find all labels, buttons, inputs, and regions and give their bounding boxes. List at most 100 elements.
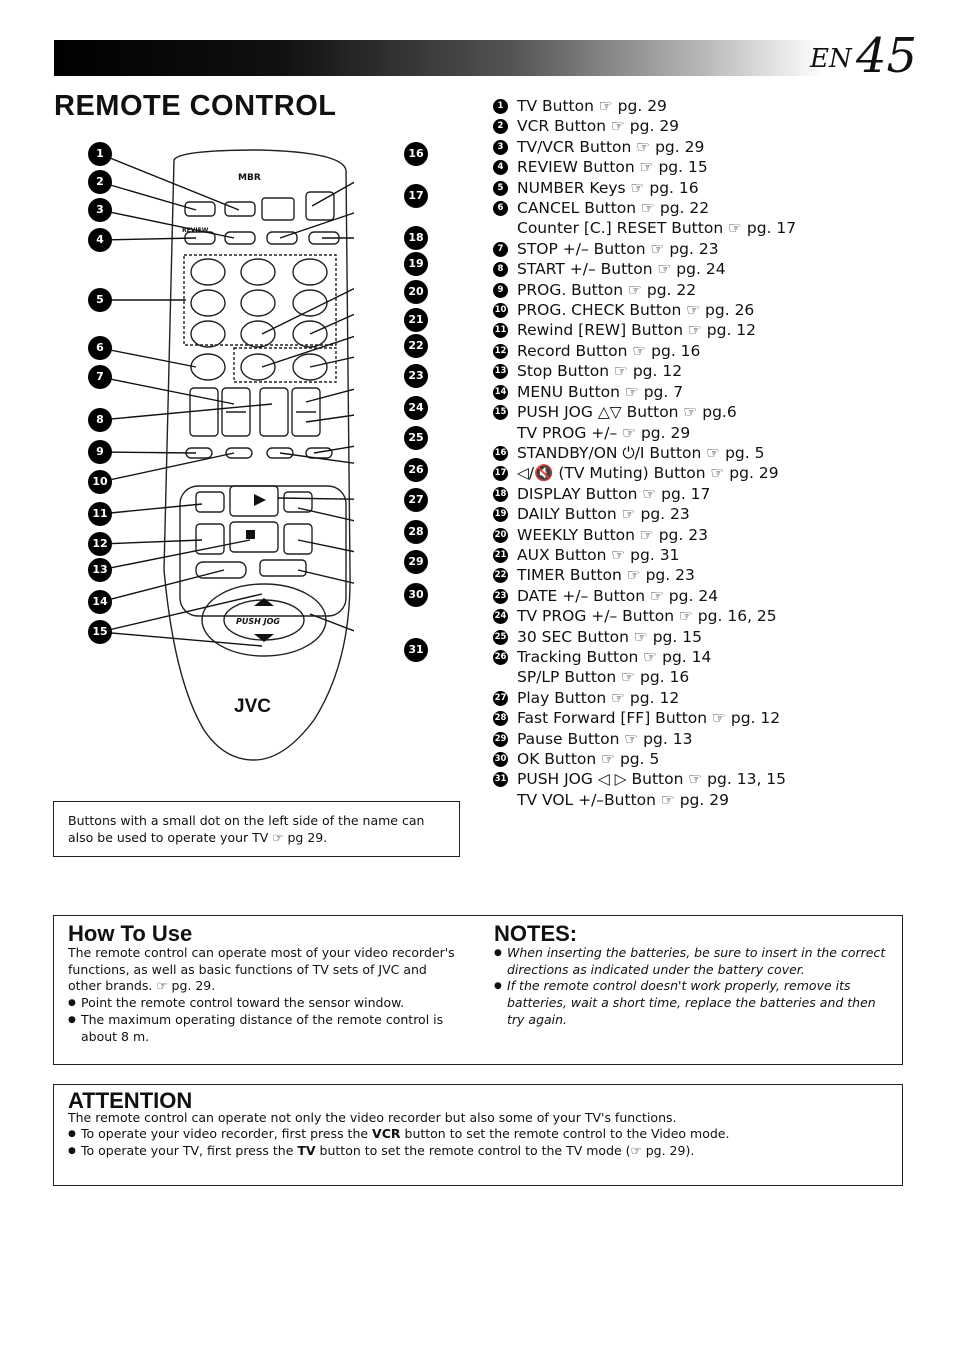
button-list-item: 28 Fast Forward [FF] Button ☞ pg. 12 <box>493 708 933 728</box>
item-number-badge: 10 <box>493 303 508 319</box>
tv-dot-note-box: Buttons with a small dot on the left sid… <box>53 801 460 857</box>
item-number-badge: 28 <box>493 711 508 727</box>
item-number-badge: 25 <box>493 629 508 645</box>
item-number-badge: 19 <box>493 507 508 523</box>
item-text: CANCEL Button ☞ pg. 22 <box>517 199 710 218</box>
item-text: Stop Button ☞ pg. 12 <box>517 362 683 381</box>
callout-1: 1 <box>88 142 112 166</box>
item-text: VCR Button ☞ pg. 29 <box>517 117 680 136</box>
item-text: ◁/🔇 (TV Muting) Button ☞ pg. 29 <box>517 464 779 483</box>
button-list-item: 3 TV/VCR Button ☞ pg. 29 <box>493 137 933 157</box>
notes-section: NOTES: When inserting the batteries, be … <box>494 921 894 1029</box>
attention-title: ATTENTION <box>68 1088 193 1113</box>
remote-control-illustration: MBR REVIEW PUSH JOG JVC <box>99 149 354 761</box>
header-gradient-bar <box>54 40 824 76</box>
item-number-badge: 30 <box>493 752 508 767</box>
attention-bullet-vcr: To operate your video recorder, first pr… <box>68 1126 888 1143</box>
item-text: Fast Forward [FF] Button ☞ pg. 12 <box>517 709 781 728</box>
svg-text:JVC: JVC <box>234 696 271 717</box>
item-text: PUSH JOG ◁ ▷ Button ☞ pg. 13, 15 <box>517 770 787 789</box>
callout-5: 5 <box>88 288 112 312</box>
item-number-badge: 24 <box>493 609 508 625</box>
item-number-badge: 5 <box>493 180 508 196</box>
item-text: Record Button ☞ pg. 16 <box>517 341 701 360</box>
item-number-badge: 20 <box>493 527 508 543</box>
item-number-badge: 15 <box>493 405 508 421</box>
item-text: AUX Button ☞ pg. 31 <box>517 545 680 564</box>
callout-11: 11 <box>88 502 112 526</box>
how-to-use-title: How To Use <box>68 921 193 946</box>
callout-14: 14 <box>88 590 112 614</box>
item-continuation-text: TV VOL +/–Button ☞ pg. 29 <box>517 790 729 809</box>
page-title: REMOTE CONTROL <box>54 90 337 122</box>
how-to-use-bullet: The maximum operating distance of the re… <box>68 1012 463 1046</box>
item-number-badge: 3 <box>493 139 508 155</box>
callout-10: 10 <box>88 470 112 494</box>
item-text: MENU Button ☞ pg. 7 <box>517 382 684 401</box>
callout-25: 25 <box>404 426 428 450</box>
standby-button-shape <box>305 191 335 221</box>
item-number-badge: 16 <box>493 445 508 461</box>
button-list-item: 13 Stop Button ☞ pg. 12 <box>493 361 933 381</box>
how-to-use-and-notes-box: How To Use The remote control can operat… <box>53 915 903 1065</box>
item-continuation-text: Counter [C.] RESET Button ☞ pg. 17 <box>517 219 797 238</box>
item-text: PUSH JOG △▽ Button ☞ pg.6 <box>517 403 737 422</box>
item-text: Pause Button ☞ pg. 13 <box>517 729 693 748</box>
notes-title: NOTES: <box>494 921 578 946</box>
item-text: TIMER Button ☞ pg. 23 <box>517 566 695 585</box>
item-number-badge: 26 <box>493 649 508 665</box>
item-text: REVIEW Button ☞ pg. 15 <box>517 158 708 177</box>
attention-bullet-tv: To operate your TV, first press the TV b… <box>68 1143 888 1160</box>
attention-intro: The remote control can operate not only … <box>68 1109 677 1125</box>
how-to-use-section: How To Use The remote control can operat… <box>68 921 463 1046</box>
callout-24: 24 <box>404 396 428 420</box>
language-label: EN <box>810 44 852 74</box>
notes-bullet: When inserting the batteries, be sure to… <box>494 945 894 979</box>
item-number-badge: 13 <box>493 364 508 380</box>
callout-15: 15 <box>88 620 112 644</box>
callout-30: 30 <box>404 583 428 607</box>
item-number-badge: 11 <box>493 323 508 339</box>
callout-9: 9 <box>88 440 112 464</box>
item-text: OK Button ☞ pg. 5 <box>517 750 660 768</box>
svg-text:MBR: MBR <box>238 173 261 183</box>
tv-key-label: TV <box>297 1142 316 1158</box>
button-list-item: 30 OK Button ☞ pg. 5 <box>493 749 933 769</box>
play-button-shape <box>229 485 279 517</box>
attention-text: button to set the remote control to the … <box>400 1126 730 1141</box>
callout-7: 7 <box>88 365 112 389</box>
notes-bullet: If the remote control doesn't work prope… <box>494 978 894 1028</box>
item-number-badge: 31 <box>493 772 508 788</box>
callout-13: 13 <box>88 558 112 582</box>
callout-20: 20 <box>404 280 428 304</box>
item-text: Rewind [REW] Button ☞ pg. 12 <box>517 321 757 340</box>
callout-6: 6 <box>88 336 112 360</box>
attention-box: ATTENTION The remote control can operate… <box>53 1084 903 1186</box>
item-text: TV/VCR Button ☞ pg. 29 <box>517 137 705 156</box>
tv-dot-note-text: Buttons with a small dot on the left sid… <box>68 813 425 845</box>
callout-17: 17 <box>404 184 428 208</box>
attention-text: To operate your video recorder, first pr… <box>81 1126 373 1141</box>
item-text: DATE +/– Button ☞ pg. 24 <box>517 586 719 605</box>
how-to-use-intro: The remote control can operate most of y… <box>68 944 455 994</box>
